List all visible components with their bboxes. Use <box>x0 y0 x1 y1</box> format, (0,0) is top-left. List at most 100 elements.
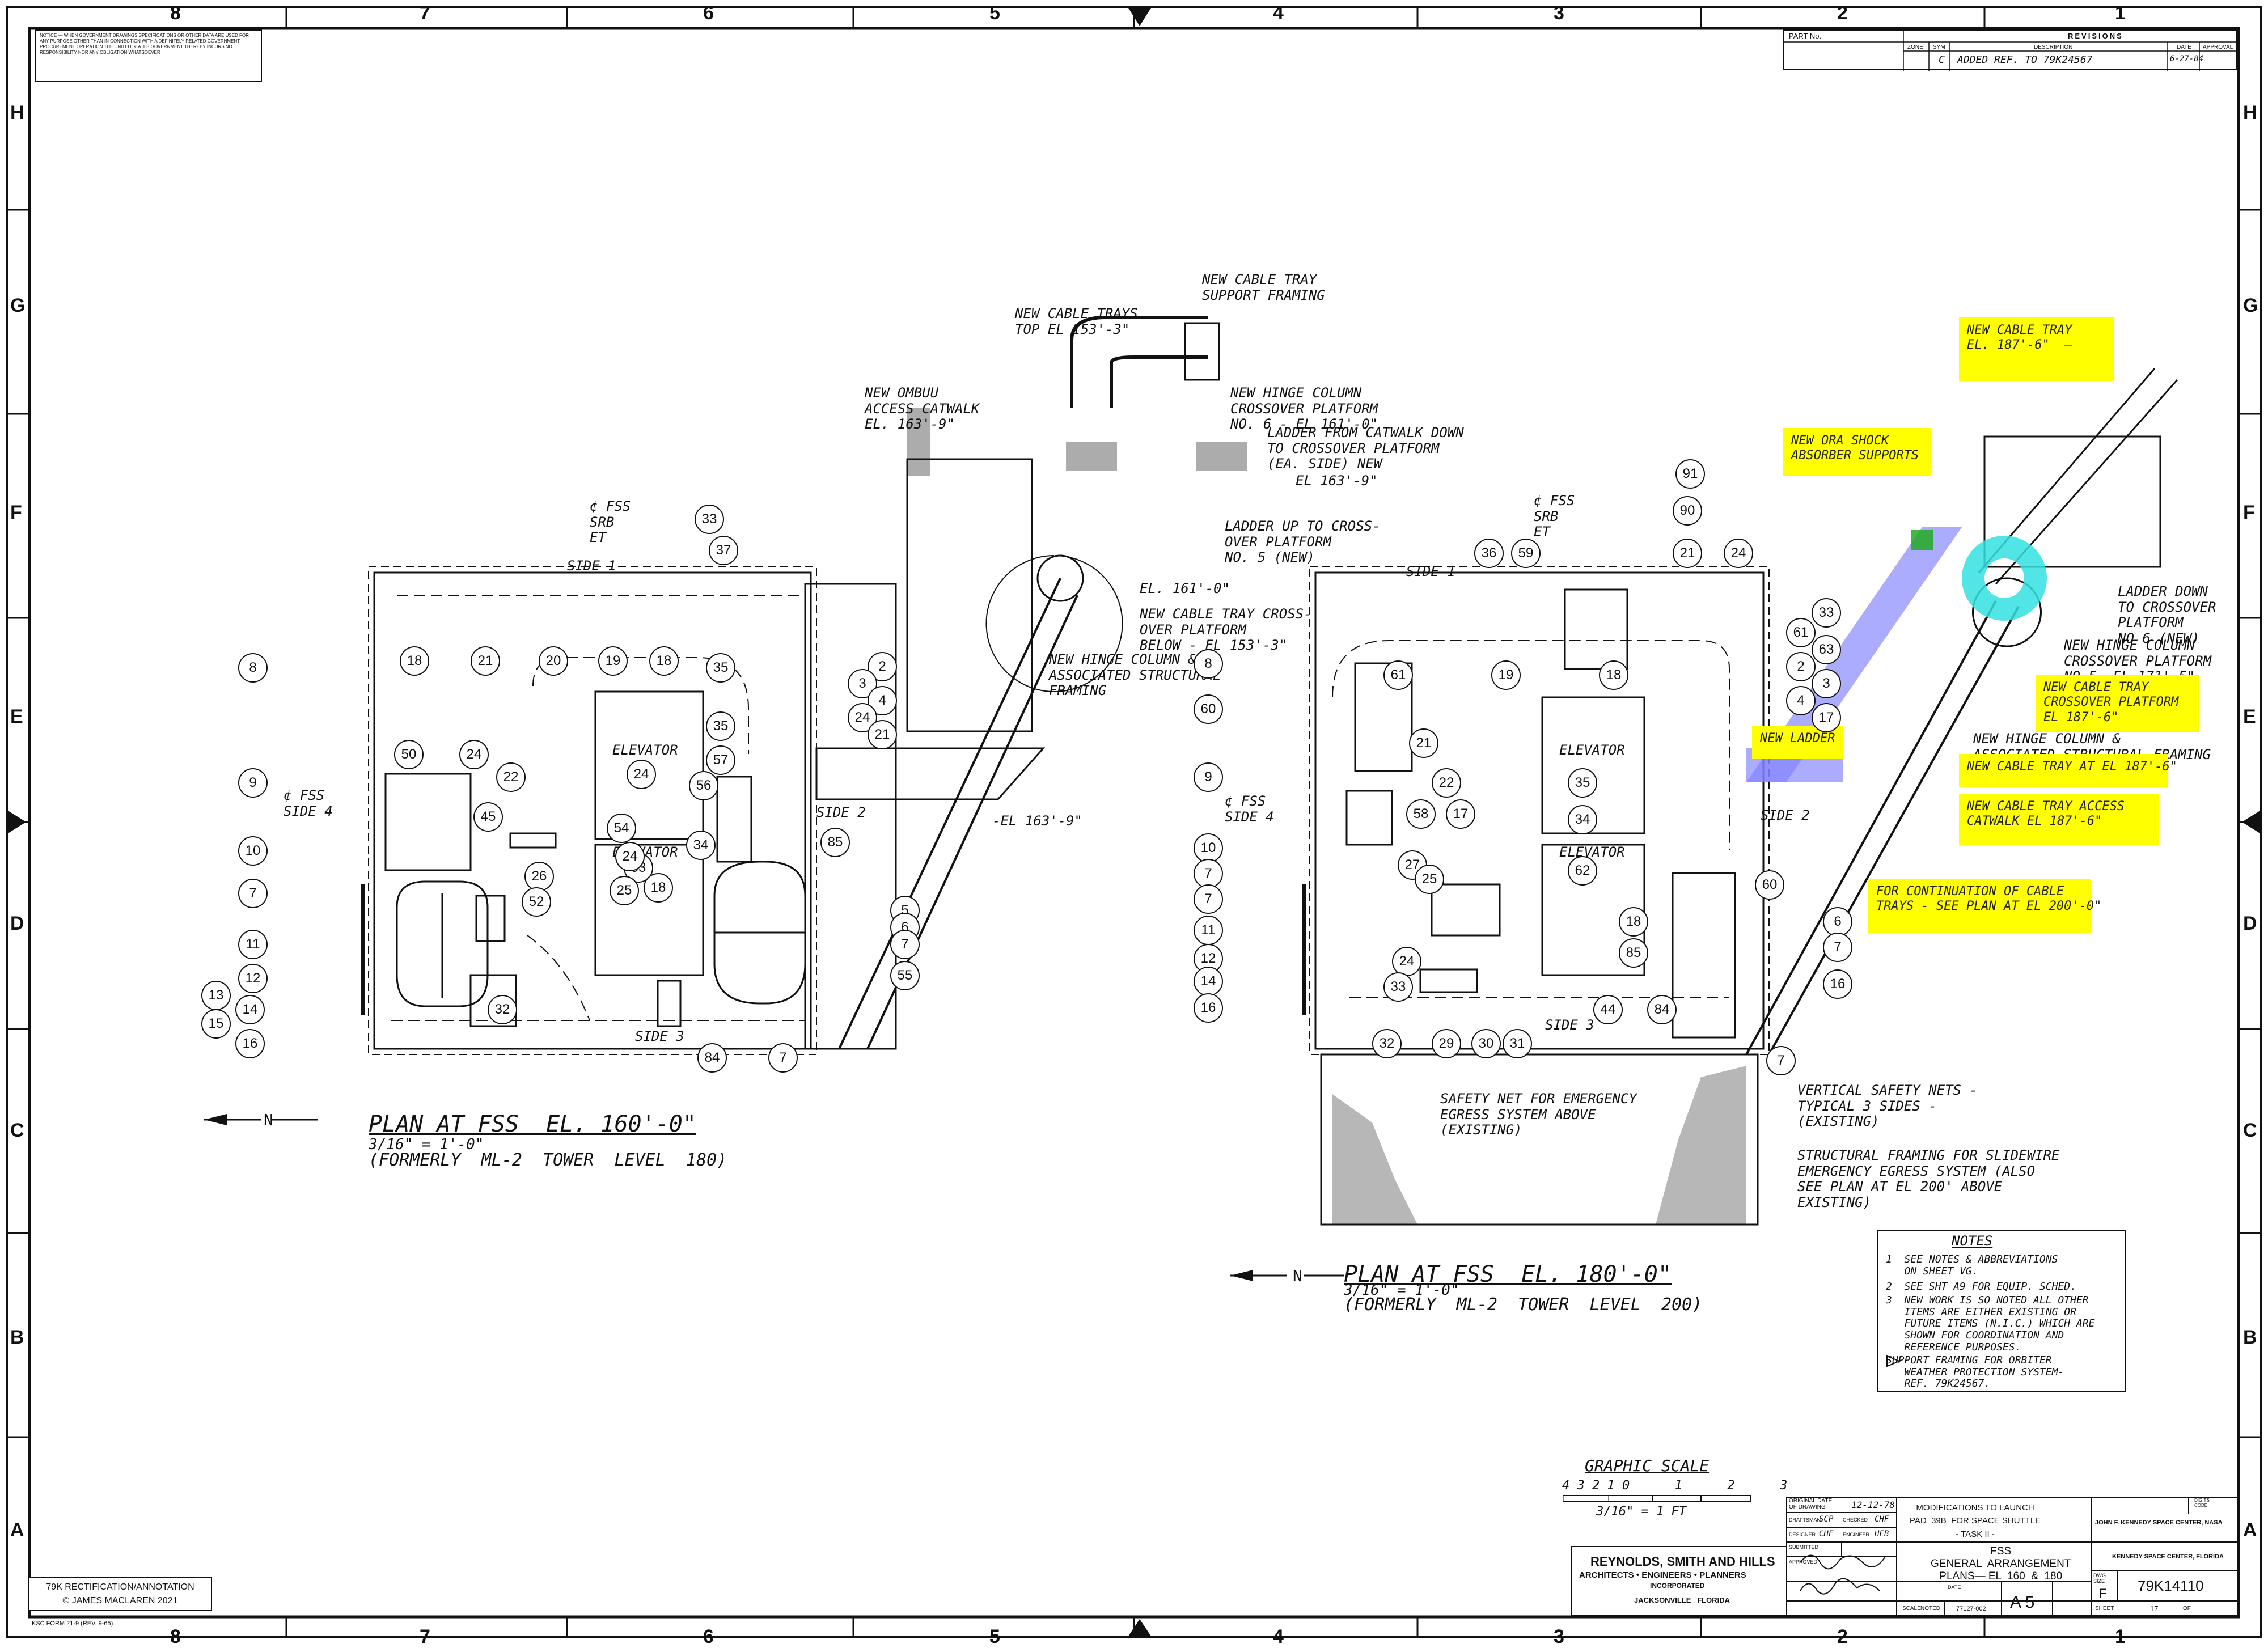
note-3: 3 NEW WORK IS SO NOTED ALL OTHER ITEMS A… <box>1886 1294 2095 1353</box>
left-side2-label: SIDE 2 <box>816 804 866 820</box>
checked: CHF <box>1875 1515 1889 1524</box>
agency-name: JOHN F. KENNEDY SPACE CENTER, NASA <box>2095 1519 2223 1526</box>
zone-col-7: 7 <box>420 2 430 24</box>
engineer: HFB <box>1875 1530 1889 1539</box>
right-callout-7d: 7 <box>1766 1046 1796 1075</box>
right-callout-2: 2 <box>1786 652 1816 681</box>
stamp-line-2: © JAMES MACLAREN 2021 <box>62 1596 178 1605</box>
right-callout-58: 58 <box>1406 799 1436 829</box>
zone-row-G: G <box>10 295 26 316</box>
right-elevator2-label: ELEVATOR <box>1559 844 1625 860</box>
zone-row-F-right: F <box>2243 502 2255 523</box>
left-callout-32: 32 <box>488 995 517 1024</box>
revisions-header: REVISIONS <box>2068 32 2123 40</box>
left-callout-57: 57 <box>706 745 735 775</box>
left-callout-54: 54 <box>607 814 636 843</box>
left-callout-52: 52 <box>522 887 551 917</box>
zone-row-B-right: B <box>2243 1327 2257 1348</box>
scale-value: NOTED <box>1920 1605 1940 1612</box>
left-callout-33: 33 <box>695 505 724 534</box>
left-callout-15: 15 <box>201 1009 231 1039</box>
right-callout-17a: 17 <box>1812 703 1841 732</box>
center-mark-top <box>1128 8 1151 26</box>
rev-col-description: DESCRIPTION <box>2034 44 2073 50</box>
right-callout-35: 35 <box>1568 768 1597 798</box>
right-callout-19: 19 <box>1491 660 1521 690</box>
left-callout-12: 12 <box>238 964 268 993</box>
zone-row-G-right: G <box>2243 295 2258 316</box>
zone-col-4-bottom: 4 <box>1273 1626 1284 1647</box>
right-callout-16a: 16 <box>1194 993 1223 1023</box>
rev-row-description: ADDED REF. TO 79K24567 <box>1957 54 2093 66</box>
right-side2-label: SIDE 2 <box>1761 807 1810 823</box>
right-callout-22: 22 <box>1432 768 1461 798</box>
right-callout-60a: 60 <box>1194 694 1223 724</box>
left-callout-35a: 35 <box>706 653 735 683</box>
left-callout-8: 8 <box>238 653 268 683</box>
revisions-block: PART No. REVISIONS ZONE SYM DESCRIPTION … <box>1783 29 2238 71</box>
right-elevator1-label: ELEVATOR <box>1559 742 1625 758</box>
rev-col-zone: ZONE <box>1907 44 1923 50</box>
left-fss-top-label: ¢ FSS SRB ET <box>590 498 631 546</box>
left-callout-34: 34 <box>686 831 716 860</box>
delta-revision-icon <box>1886 1355 1901 1367</box>
left-elevator1-label: ELEVATOR <box>612 742 678 758</box>
submitted-label: SUBMITTED <box>1789 1544 1819 1550</box>
drawing-number: 79K14110 <box>2138 1577 2204 1594</box>
right-callout-34: 34 <box>1568 805 1597 834</box>
right-callout-29: 29 <box>1432 1029 1461 1058</box>
zone-row-E-right: E <box>2243 706 2256 727</box>
left-callout-35b: 35 <box>706 711 735 741</box>
note-2: 2 SEE SHT A9 FOR EQUIP. SCHED. <box>1886 1281 2076 1293</box>
stamp-line-1: 79K RECTIFICATION/ANNOTATION <box>46 1582 194 1592</box>
left-callout-25: 25 <box>610 876 639 905</box>
left-side3-label: SIDE 3 <box>635 1028 684 1044</box>
right-callout-10: 10 <box>1194 833 1223 863</box>
left-callout-21b: 21 <box>868 720 897 749</box>
blue-cable-tray-highlight <box>1746 527 1962 782</box>
left-el163-label: -EL 163'-9" <box>992 813 1082 829</box>
zone-col-8: 8 <box>170 2 181 24</box>
left-fss-label: ¢ FSS SIDE 4 <box>284 787 333 819</box>
right-plan-title: PLAN AT FSS EL. 180'-0" <box>1344 1261 1672 1287</box>
highlight-continuation: FOR CONTINUATION OF CABLE TRAYS - SEE PL… <box>1868 879 2101 933</box>
notes-box: NOTES 1 SEE NOTES & ABBREVIATIONS ON SHE… <box>1877 1230 2126 1392</box>
right-plan-subtitle: (FORMERLY ML-2 TOWER LEVEL 200) <box>1344 1295 1703 1315</box>
right-side3-label: SIDE 3 <box>1545 1017 1594 1033</box>
graphic-scale-title: GRAPHIC SCALE <box>1585 1456 1710 1475</box>
left-annotation-6: LADDER UP TO CROSS- OVER PLATFORM NO. 5 … <box>1225 518 1381 566</box>
green-shock-absorber-highlight <box>1911 530 1933 550</box>
zone-col-1-bottom: 1 <box>2115 1626 2126 1647</box>
right-callout-31: 31 <box>1503 1029 1532 1058</box>
left-annotation-7: EL. 161'-0" <box>1140 581 1230 596</box>
firm-subtitle: ARCHITECTS • ENGINEERS • PLANNERS <box>1579 1570 1746 1580</box>
zone-row-H-right: H <box>2243 102 2257 124</box>
right-callout-17b: 17 <box>1446 799 1475 829</box>
right-callout-91: 91 <box>1675 459 1705 489</box>
left-annotation-4: LADDER FROM CATWALK DOWN TO CROSSOVER PL… <box>1267 425 1464 472</box>
graphic-scale: GRAPHIC SCALE 4 3 2 1 0 1 2 3 3/16" = 1 … <box>1562 1456 1787 1519</box>
center-mark-left <box>8 811 26 833</box>
rev-col-approval: APPROVAL <box>2203 44 2233 50</box>
zone-col-5-bottom: 5 <box>989 1626 1000 1647</box>
right-callout-44: 44 <box>1593 995 1623 1024</box>
right-callout-8: 8 <box>1194 649 1223 679</box>
right-callout-90: 90 <box>1673 496 1702 526</box>
notes-title: NOTES <box>1952 1233 1993 1249</box>
right-callout-21a: 21 <box>1673 539 1702 568</box>
left-callout-26: 26 <box>524 862 554 891</box>
agency-location: KENNEDY SPACE CENTER, FLORIDA <box>2112 1553 2224 1560</box>
left-plan-subtitle: (FORMERLY ML-2 TOWER LEVEL 180) <box>369 1150 727 1170</box>
right-callout-36: 36 <box>1474 539 1504 568</box>
left-callout-18c: 18 <box>644 873 673 903</box>
zone-col-7-bottom: 7 <box>420 1626 430 1647</box>
government-notice: NOTICE — WHEN GOVERNMENT DRAWINGS SPECIF… <box>35 29 262 82</box>
right-callout-85: 85 <box>1619 938 1648 968</box>
highlight-access-catwalk: NEW CABLE TRAY ACCESS CATWALK EL 187'-6" <box>1959 794 2159 845</box>
zone-row-A-right: A <box>2243 1519 2257 1541</box>
zone-row-D-right: D <box>2243 913 2257 934</box>
zone-col-8-bottom: 8 <box>170 1626 181 1647</box>
designer-label: DESIGNER <box>1789 1532 1816 1537</box>
right-callout-32: 32 <box>1372 1029 1402 1058</box>
left-callout-13: 13 <box>201 981 231 1010</box>
